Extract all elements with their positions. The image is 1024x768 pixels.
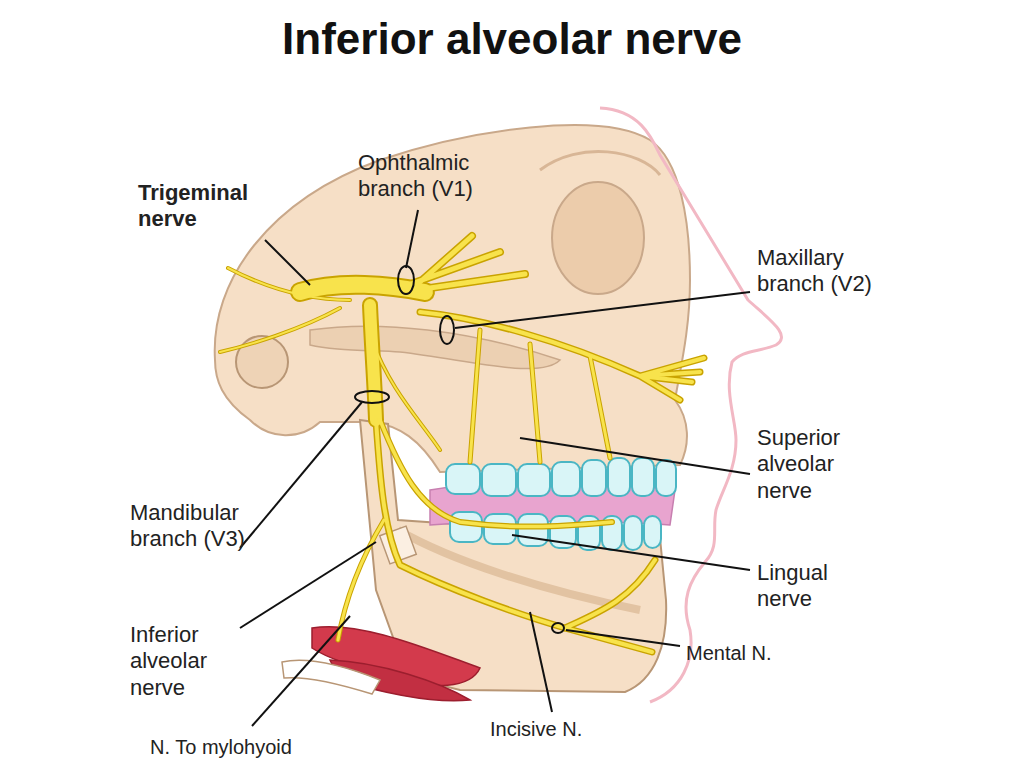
part-label: Incisive N. <box>490 717 630 741</box>
part-label: Maxillary branch (V2) <box>757 245 917 298</box>
part-label: Mental N. <box>686 641 816 665</box>
part-label: Lingual nerve <box>757 560 861 613</box>
part-label: Superior alveolar nerve <box>757 425 879 504</box>
part-label: Trigeminal nerve <box>138 180 298 233</box>
diagram-title: Inferior alveolar nerve <box>0 14 1024 64</box>
part-label: Inferior alveolar nerve <box>130 622 248 701</box>
part-label: N. To mylohyoid <box>150 735 370 759</box>
leader-lines <box>240 210 750 726</box>
part-label: Mandibular branch (V3) <box>130 500 300 553</box>
part-label: Ophthalmic branch (V1) <box>358 150 523 203</box>
